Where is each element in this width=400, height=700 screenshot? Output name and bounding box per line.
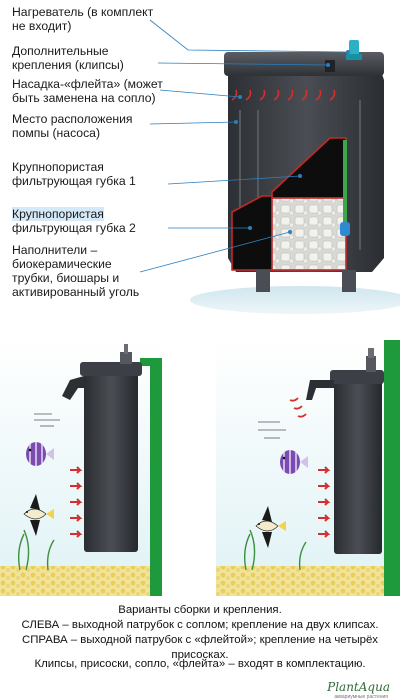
left-intake-arrows	[70, 466, 83, 538]
leader-dot-heater	[346, 50, 350, 54]
right-flute-arrows	[289, 397, 307, 418]
left-plants	[17, 529, 55, 571]
caption-left: СЛЕВА – выходной патрубок с соплом; креп…	[21, 619, 379, 631]
scene-divider	[162, 340, 216, 596]
floor-shadow	[190, 286, 400, 314]
brand-logo: PlantAqua	[327, 680, 390, 694]
ceramic-filler	[271, 197, 347, 271]
caption-note: Клипсы, присоски, сопло, «флейта» – вход…	[34, 658, 366, 670]
right-variant	[216, 340, 400, 596]
right-glass-wall	[384, 340, 400, 596]
clip-notch	[325, 60, 335, 72]
leader-dot-fillers	[288, 230, 292, 234]
filter-cutaway-diagram	[139, 19, 400, 314]
left-gravel	[0, 566, 150, 596]
leader-dot-flute	[238, 95, 242, 99]
brand-tagline: аквариумные растения	[334, 694, 388, 700]
left-discus-fish	[26, 442, 54, 466]
right-flute	[306, 380, 334, 400]
left-filter-body	[84, 366, 138, 552]
leader-dot-sponge2	[248, 226, 252, 230]
right-angelfish	[255, 506, 286, 548]
left-angelfish	[23, 494, 54, 536]
right-intake-arrows	[318, 466, 331, 538]
caption-right: СПРАВА – выходной патрубок с «флейтой»; …	[21, 634, 379, 661]
left-glass-wall	[150, 358, 162, 596]
foot-right	[342, 270, 356, 292]
right-filter-body	[334, 374, 382, 554]
leader-lines	[139, 19, 349, 273]
foot-left	[256, 270, 270, 292]
heater-cap	[346, 40, 362, 60]
right-plants	[243, 529, 307, 571]
left-variant	[0, 340, 162, 596]
leader-dot-sponge1	[298, 174, 302, 178]
leader-dot-clips	[326, 63, 330, 67]
caption-title: Варианты сборки и крепления.	[118, 604, 282, 616]
right-discus-fish	[280, 450, 308, 474]
left-nozzle	[62, 376, 84, 400]
leader-dot-pump	[234, 120, 238, 124]
heater-tube	[340, 140, 350, 236]
label-fillers: Наполнители –биокерамические трубки, био…	[12, 243, 140, 299]
mounting-variants-illustration	[0, 340, 400, 596]
flute-outlet-arrows	[231, 89, 336, 101]
right-gravel	[216, 566, 384, 596]
